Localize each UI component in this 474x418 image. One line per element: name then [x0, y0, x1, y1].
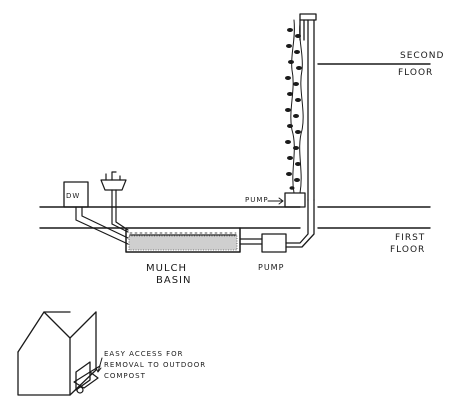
- shed-icon: [17, 311, 97, 396]
- pump-upper-label: PUMP: [245, 196, 269, 204]
- basin-to-pump-pipe: [239, 238, 263, 245]
- pump-arrow-icon: [267, 197, 284, 205]
- access-arrow-icon: [95, 357, 103, 373]
- second-floor-label-2: FLOOR: [398, 68, 433, 78]
- access-label-2: REMOVAL TO OUTDOOR: [104, 361, 206, 369]
- second-floor-label-1: SECOND: [400, 51, 444, 61]
- pump-box-upper: [284, 192, 306, 208]
- mulch-basin: [125, 227, 241, 253]
- riser-pipe: [285, 13, 317, 248]
- mulch-label: MULCH: [146, 263, 187, 274]
- first-floor-slab: [39, 206, 431, 229]
- first-floor-label-1: FIRST: [395, 233, 425, 243]
- pump-lower-label: PUMP: [258, 263, 284, 272]
- plant-leaves: [285, 28, 302, 190]
- basin-label: BASIN: [156, 275, 191, 286]
- access-label-1: EASY ACCESS FOR: [104, 350, 184, 358]
- access-label-3: COMPOST: [104, 372, 146, 380]
- first-floor-label-2: FLOOR: [390, 245, 425, 255]
- wheelbarrow-icon: [73, 365, 101, 394]
- climbing-plants: [290, 19, 304, 194]
- dishwasher-label: DW: [66, 192, 80, 200]
- pump-box-lower: [261, 233, 287, 253]
- sink-icon: [100, 171, 127, 208]
- drain-pipes: [75, 206, 129, 245]
